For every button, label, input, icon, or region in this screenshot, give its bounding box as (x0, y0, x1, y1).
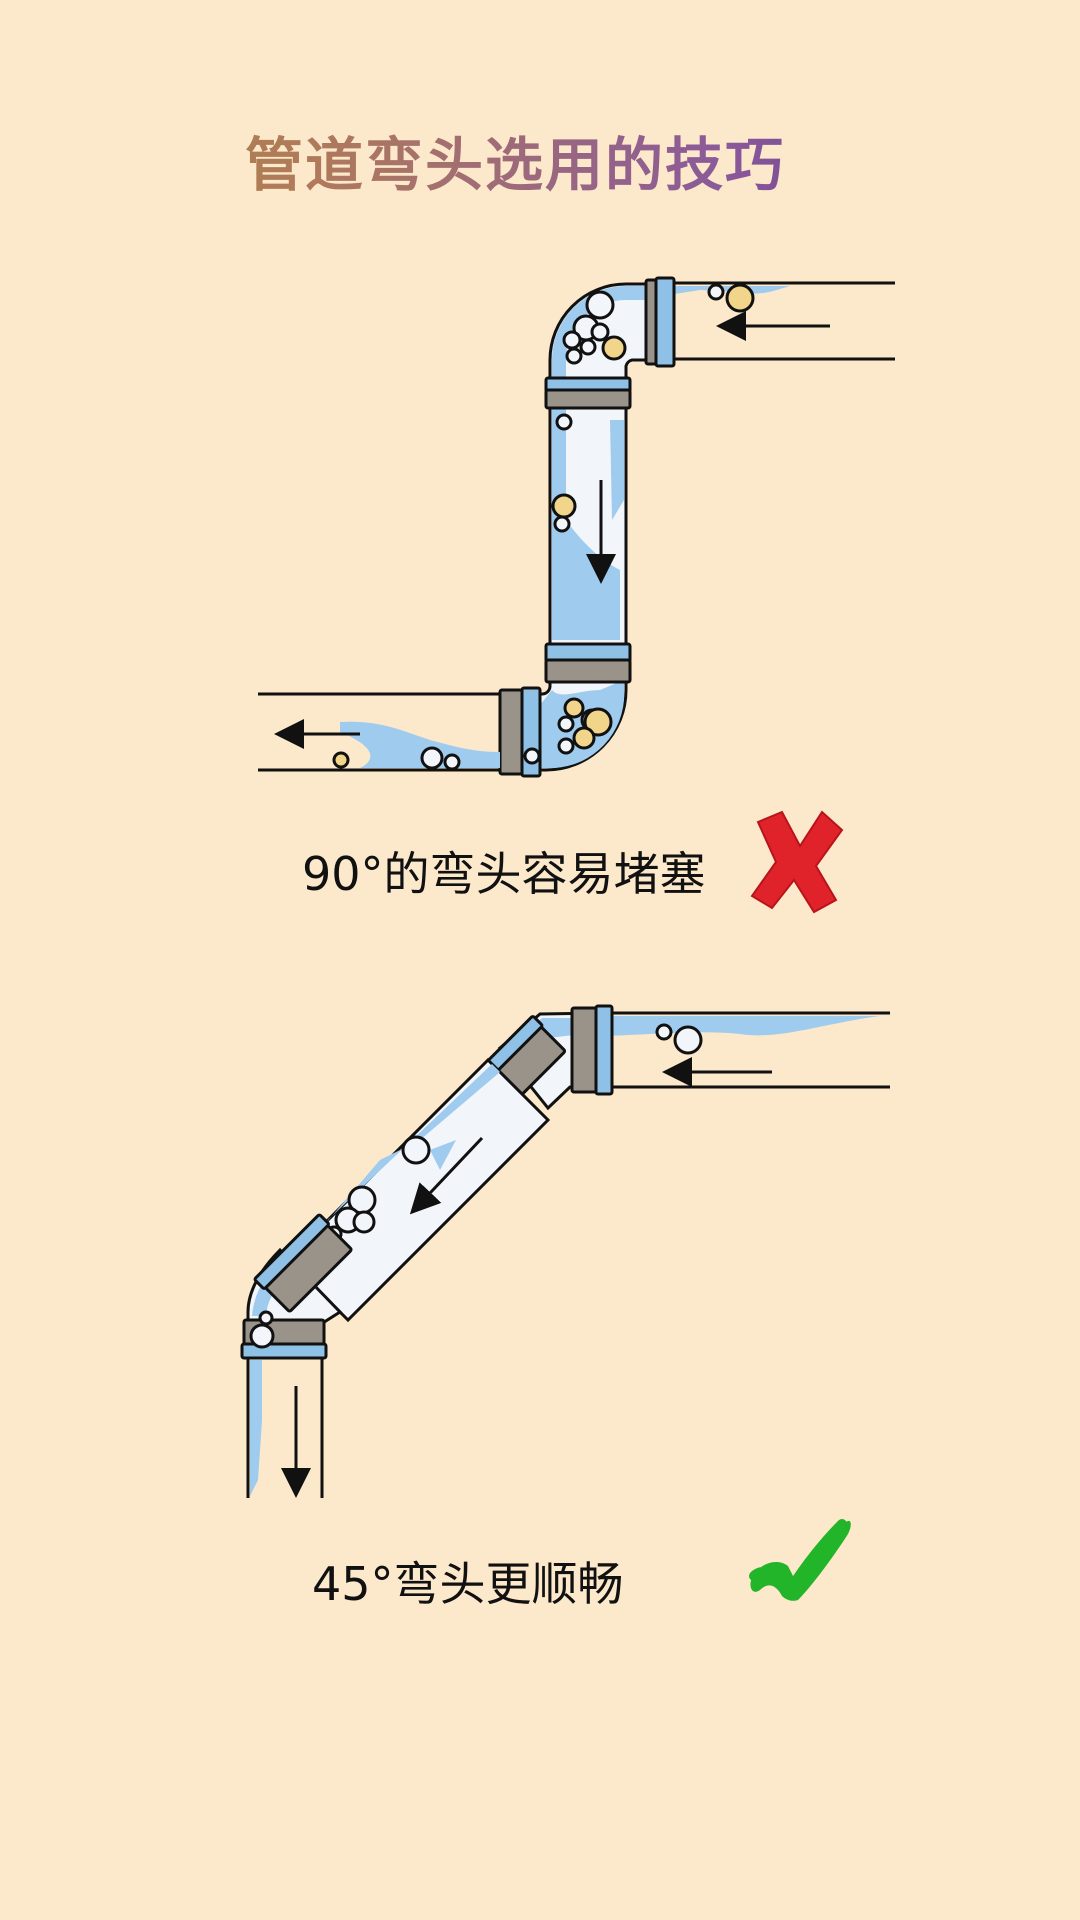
pipe-outlet-45 (246, 1358, 324, 1498)
pipe-outlet-bottom (258, 692, 500, 772)
check-icon (749, 1519, 851, 1601)
caption-90-elbow: 90°的弯头容易堵塞 (302, 847, 706, 901)
pipe-inlet-top (660, 281, 895, 361)
elbow-90-bottom (498, 413, 632, 778)
page-title: 管道弯头选用的技巧 (0, 118, 1030, 202)
cross-icon (750, 810, 844, 914)
caption-45-elbow: 45°弯头更顺畅 (312, 1557, 624, 1611)
pipe-diagonal (285, 1057, 551, 1323)
elbow-45-top (467, 1004, 614, 1115)
elbow-90-top (544, 276, 755, 410)
elbow-45-bottom (240, 1213, 353, 1360)
flow-arrow-diagonal (409, 1136, 484, 1215)
pipe-inlet-45 (604, 1011, 890, 1089)
